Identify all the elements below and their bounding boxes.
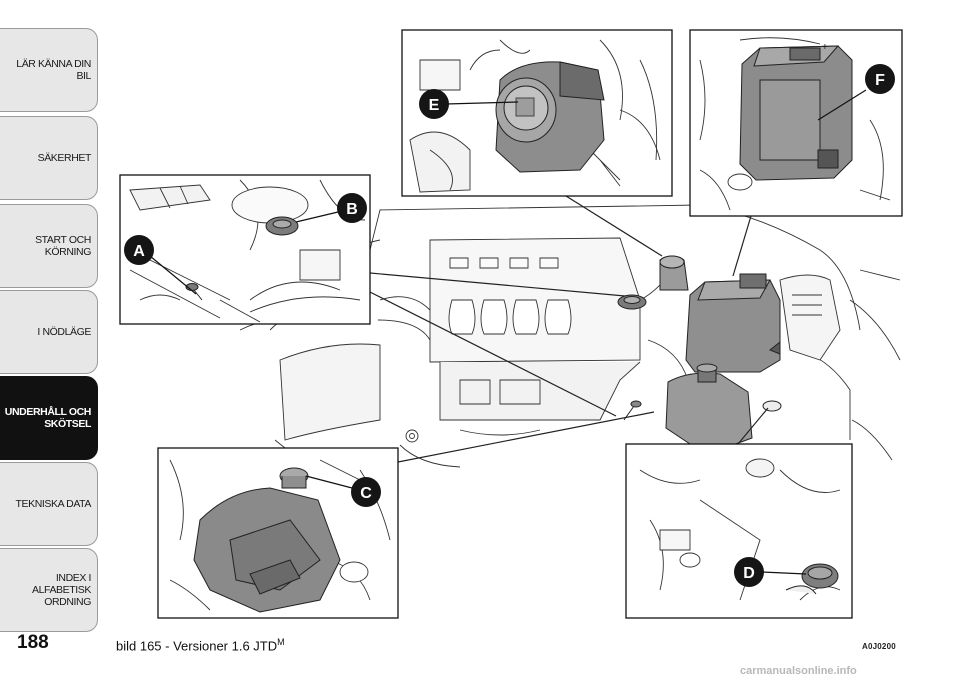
callout-c: C	[351, 477, 381, 507]
tab-i-nodlage[interactable]: I NÖDLÄGE	[0, 290, 98, 374]
engine-bay-figure: B A E	[119, 29, 903, 619]
callout-f: F	[865, 64, 895, 94]
callout-d: D	[734, 557, 764, 587]
callout-a: A	[124, 235, 154, 265]
inset-oil-cap-dipstick: B A	[119, 174, 371, 325]
inset-coolant: C	[157, 447, 399, 619]
tab-index-i-alfabetisk-ordning[interactable]: INDEX I ALFABETISK ORDNING	[0, 548, 98, 632]
leader-lines	[369, 195, 769, 463]
figure-code: A0J0200	[862, 642, 896, 651]
battery-main	[685, 273, 781, 373]
inset-brake-fluid: E	[401, 29, 673, 197]
brake-reservoir-main	[659, 255, 689, 291]
engine-bay-drawing	[239, 204, 901, 468]
oil-cap-main	[617, 294, 647, 310]
tab-sakerhet[interactable]: SÄKERHET	[0, 116, 98, 200]
callout-e: E	[419, 89, 449, 119]
svg-text:F: F	[875, 72, 885, 89]
tab-underhall-och-skotsel[interactable]: UNDERHÅLL OCH SKÖTSEL	[0, 376, 98, 460]
tab-tekniska-data[interactable]: TEKNISKA DATA	[0, 462, 98, 546]
svg-text:B: B	[346, 201, 358, 218]
callout-b: B	[337, 193, 367, 223]
tab-lar-kanna-din-bil[interactable]: LÄR KÄNNA DIN BIL	[0, 28, 98, 112]
coolant-tank-main	[665, 363, 753, 447]
svg-text:A: A	[133, 243, 145, 260]
page-number: 188	[17, 632, 49, 653]
svg-text:C: C	[360, 485, 372, 502]
svg-text:+: +	[822, 42, 828, 53]
inset-battery: + F	[689, 29, 903, 217]
tab-start-och-korning[interactable]: START OCH KÖRNING	[0, 204, 98, 288]
inset-washer-fluid: D	[625, 443, 853, 619]
svg-text:D: D	[743, 565, 755, 582]
svg-text:E: E	[429, 97, 440, 114]
figure-caption: bild 165 - Versioner 1.6 JTDM	[116, 637, 285, 654]
watermark: carmanualsonline.info	[740, 665, 857, 677]
